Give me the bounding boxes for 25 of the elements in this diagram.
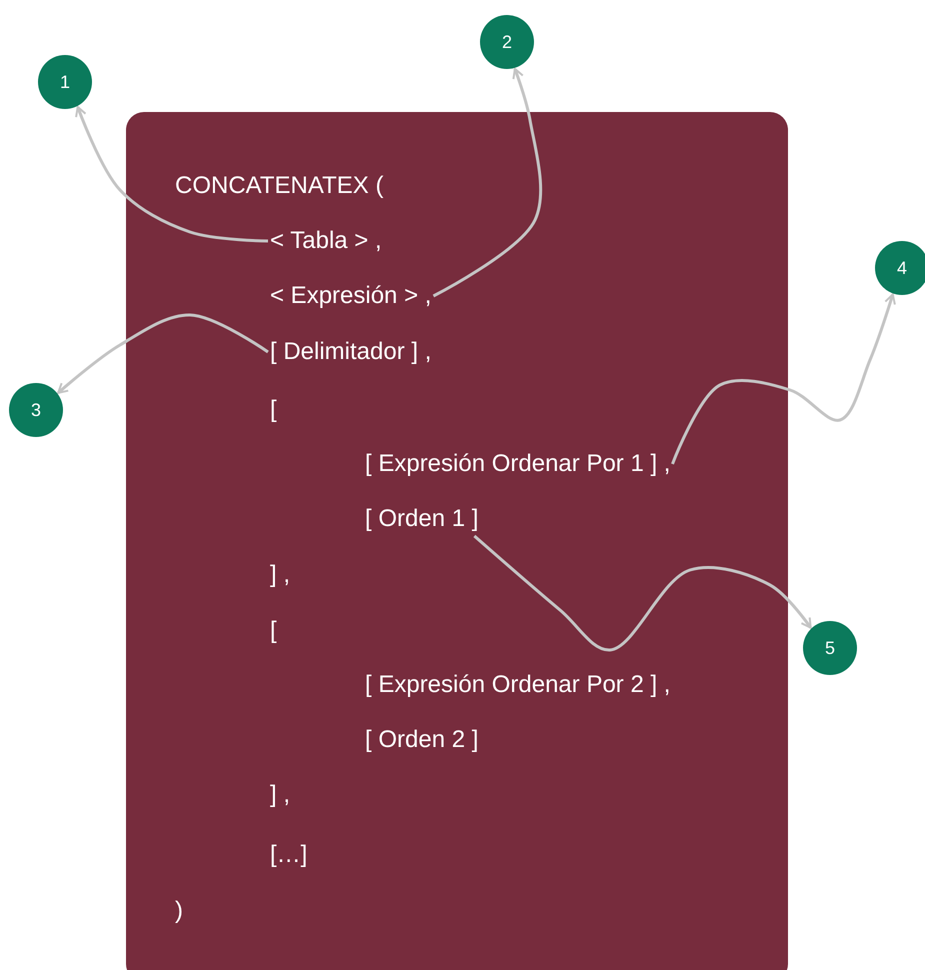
code-line: [ Expresión Ordenar Por 2 ] , (365, 670, 670, 700)
leader-arrow (473, 534, 812, 652)
code-line: […] (270, 840, 308, 870)
leader-arrow (671, 293, 896, 465)
code-panel (126, 112, 788, 970)
code-line: < Tabla > , (270, 226, 382, 256)
code-line: [ Delimitador ] , (270, 337, 432, 367)
code-line: [ (270, 395, 277, 425)
leader-arrow (432, 68, 542, 298)
callout-number: 3 (9, 383, 63, 437)
code-line: CONCATENATEX ( (175, 171, 384, 201)
code-line: ] , (270, 560, 290, 590)
code-line: [ Orden 1 ] (365, 504, 478, 534)
leader-arrow (57, 314, 269, 394)
code-line: ] , (270, 780, 290, 810)
callout-number: 4 (875, 241, 925, 295)
callout-number: 1 (38, 55, 92, 109)
code-line: [ Orden 2 ] (365, 725, 478, 755)
callout-number: 5 (803, 621, 857, 675)
code-line: < Expresión > , (270, 281, 432, 311)
code-line: [ Expresión Ordenar Por 1 ] , (365, 449, 670, 479)
code-line: [ (270, 616, 277, 646)
leader-arrow (75, 106, 268, 242)
callout-number: 2 (480, 15, 534, 69)
code-line: ) (175, 896, 183, 926)
